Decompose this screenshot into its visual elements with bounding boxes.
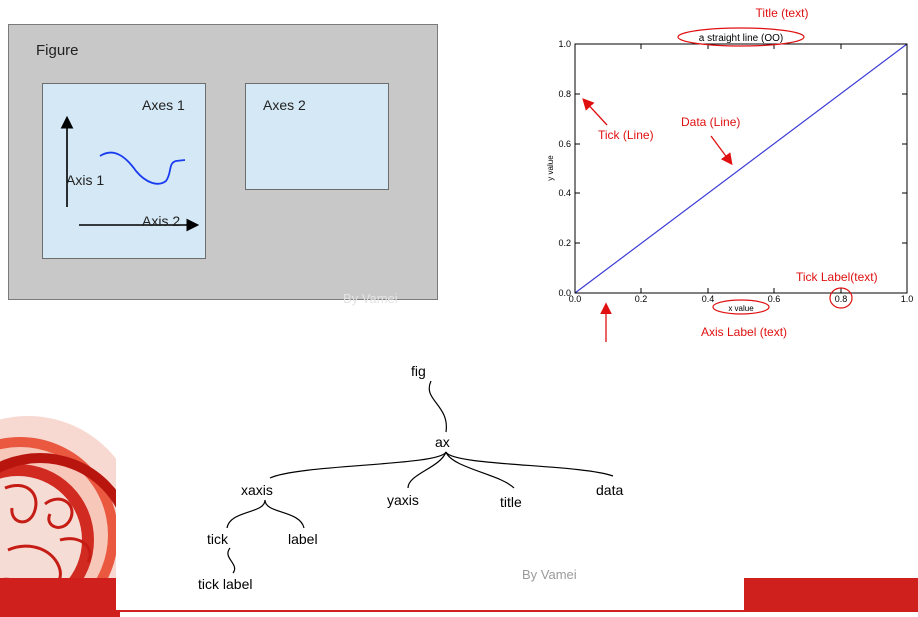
x-tick-marks (574, 44, 908, 293)
tick-label-highlight (829, 287, 853, 309)
y-tick-marks (575, 43, 907, 294)
data-arrow (710, 135, 733, 166)
tree-node-ax: ax (435, 434, 450, 450)
x-label-highlight (712, 299, 770, 315)
annotation-title: Title (text) (756, 6, 809, 20)
annotation-axis-label: Axis Label (text) (701, 325, 787, 339)
axis-2-label: Axis 2 (142, 213, 181, 229)
y-tick-label: 0.6 (558, 139, 571, 149)
tree-node-yaxis: yaxis (387, 492, 419, 508)
axes-1-drawing (60, 115, 200, 232)
x-axis-label: x value (728, 304, 754, 313)
tree-node-fig: fig (411, 363, 426, 379)
x-tick-label: 0.6 (768, 294, 781, 304)
tree-node-xaxis: xaxis (241, 482, 273, 498)
axes-1-label: Axes 1 (142, 97, 185, 113)
x-tick-label: 0.8 (835, 294, 848, 304)
x-tick-label: 0.2 (635, 294, 648, 304)
data-curve (99, 151, 186, 185)
tree-node-tick-label: tick label (198, 576, 253, 592)
figure-label: Figure (36, 42, 79, 59)
tree-node-data: data (596, 482, 624, 498)
tree-node-label: label (288, 531, 318, 547)
y-tick-label: 0.0 (558, 288, 571, 298)
plot-title: a straight line (OO) (699, 33, 783, 44)
watermark-top: By Vamei (343, 291, 398, 306)
anatomy-plot: 0.0 0.2 0.4 0.6 0.8 1.0 0.0 0.2 0.4 0.6 … (546, 6, 914, 342)
annotation-tick-label: Tick Label(text) (796, 270, 878, 284)
annotation-tick: Tick (Line) (598, 128, 654, 142)
axis-1-label: Axis 1 (66, 172, 105, 188)
tick-arrow (582, 98, 608, 126)
tree-node-tick: tick (207, 531, 228, 547)
watermark-bottom: By Vamei (522, 567, 577, 582)
data-line (574, 43, 908, 294)
tree-node-title: title (500, 494, 522, 510)
y-tick-label: 0.8 (558, 89, 571, 99)
y-axis-label: y value (546, 155, 555, 181)
axes-2-label: Axes 2 (263, 97, 306, 113)
tree-panel (116, 355, 744, 610)
annotation-data: Data (Line) (681, 115, 740, 129)
axes-2-box (245, 83, 389, 190)
axes-1-box (42, 83, 206, 259)
title-highlight (677, 27, 805, 47)
y-tick-label: 0.4 (558, 188, 571, 198)
y-tick-label: 0.2 (558, 238, 571, 248)
decorative-red-pattern (0, 400, 120, 617)
x-tick-label: 0.0 (569, 294, 582, 304)
x-tick-label: 0.4 (702, 294, 715, 304)
y-tick-label: 1.0 (558, 39, 571, 49)
x-tick-label: 1.0 (901, 294, 914, 304)
